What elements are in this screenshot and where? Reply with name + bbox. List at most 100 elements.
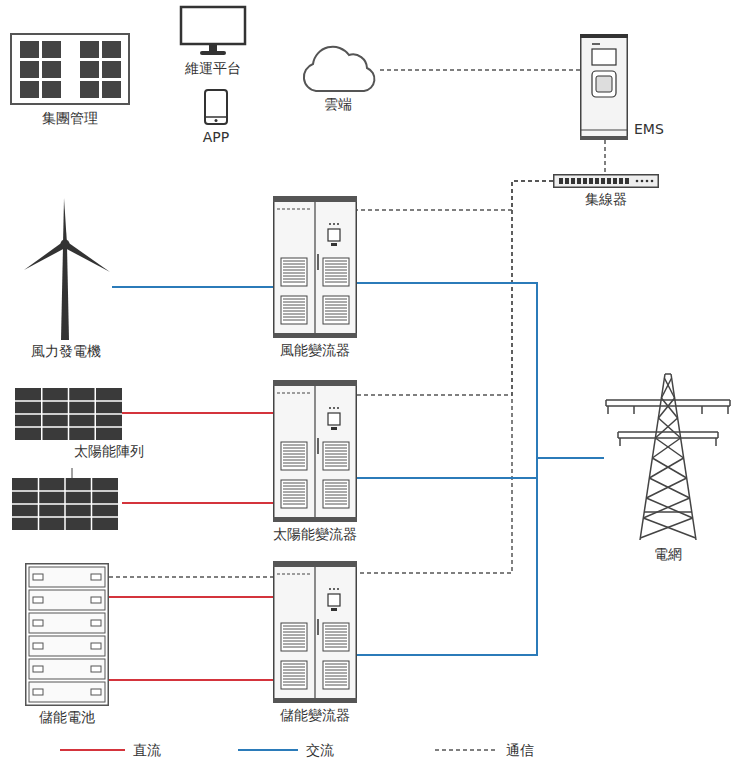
- vent-slat: [283, 305, 305, 306]
- vent-slat: [283, 501, 305, 502]
- screen-tile: [102, 81, 121, 98]
- vent-slat: [325, 495, 347, 496]
- door-divider: [314, 202, 315, 333]
- screen-tile: [80, 61, 99, 78]
- screen-tile: [20, 61, 39, 78]
- legend-sample: [238, 749, 298, 751]
- vent-slat: [325, 498, 347, 499]
- signal-line: [357, 181, 553, 573]
- tower-brace: [661, 378, 671, 398]
- conv-node: 儲能變流器: [273, 561, 357, 703]
- node-label: 太陽能變流器: [273, 526, 357, 543]
- vent-slat: [283, 302, 305, 303]
- vent-slat: [283, 270, 305, 271]
- door-trim: [277, 574, 311, 575]
- conv-icon: [273, 561, 357, 703]
- vent-slat: [325, 644, 347, 645]
- battery-module: [29, 636, 105, 656]
- conv-node: 太陽能變流器: [273, 380, 357, 522]
- module-handle: [33, 689, 43, 695]
- vent-slat: [325, 629, 347, 630]
- vent-slat: [283, 647, 305, 648]
- vent-grille: [323, 442, 349, 470]
- battery-module: [29, 567, 105, 587]
- tower-brace: [655, 438, 683, 458]
- vent-grille: [281, 258, 307, 286]
- vent-slat: [283, 489, 305, 490]
- cross-arm: [618, 431, 718, 433]
- switch-port: [589, 178, 593, 184]
- module-handle: [91, 643, 101, 649]
- vent-slat: [283, 299, 305, 300]
- vent-slat: [325, 501, 347, 502]
- screen-tile: [42, 61, 61, 78]
- vent-slat: [283, 679, 305, 680]
- panel-grid: [15, 400, 122, 402]
- vent-slat: [325, 685, 347, 686]
- screen-tile: [102, 41, 121, 58]
- signal-line: [357, 181, 553, 395]
- vent-slat: [325, 635, 347, 636]
- node-label: 電網: [654, 546, 682, 563]
- vent-slat: [325, 308, 347, 309]
- vent-grille: [281, 480, 307, 508]
- indicator: [592, 43, 600, 45]
- panel-grid: [15, 413, 122, 415]
- door-trim: [277, 209, 311, 210]
- display: [328, 413, 340, 425]
- switch-port: [601, 178, 605, 184]
- module-handle: [33, 643, 43, 649]
- monitor-base: [200, 51, 226, 55]
- vent-grille: [323, 480, 349, 508]
- tower-member: [644, 511, 692, 513]
- screen-tile: [42, 81, 61, 98]
- cross-arm: [618, 437, 718, 439]
- conv-node: 風能變流器: [273, 196, 357, 338]
- battery-rack: [26, 564, 109, 706]
- module-handle: [33, 620, 43, 626]
- legend-sample: [435, 749, 498, 751]
- vent-slat: [325, 676, 347, 677]
- tower-brace: [640, 518, 692, 538]
- wind-icon: [20, 196, 112, 340]
- node-label: 維運平台: [185, 60, 241, 77]
- switch-port: [613, 178, 617, 184]
- cabinet-base: [580, 136, 628, 140]
- cloud-icon: [296, 42, 380, 94]
- vent-slat: [283, 629, 305, 630]
- switch-port: [625, 178, 629, 184]
- panel-grid: [12, 490, 118, 492]
- panel-link: [72, 468, 73, 478]
- insulator: [727, 406, 729, 414]
- legend-sample: [60, 749, 125, 751]
- ac-line: [357, 458, 604, 478]
- screen-tile: [20, 81, 39, 98]
- vent-slat: [283, 626, 305, 627]
- control-panel: [592, 71, 616, 97]
- node-label: 雲端: [324, 96, 352, 113]
- dc-line: [122, 412, 273, 414]
- switch-port: [583, 178, 587, 184]
- node-label: 風能變流器: [280, 342, 350, 359]
- vent-slat: [325, 460, 347, 461]
- vent-slat: [283, 641, 305, 642]
- module-handle: [33, 666, 43, 672]
- vent-slat: [283, 311, 305, 312]
- vent-slat: [325, 267, 347, 268]
- indicator-led: [329, 407, 331, 409]
- vent-slat: [325, 264, 347, 265]
- vent-slat: [283, 486, 305, 487]
- switch-port: [595, 178, 599, 184]
- vent-slat: [325, 682, 347, 683]
- cabinet-base: [273, 517, 357, 522]
- cabinet-top: [273, 196, 357, 202]
- grid-node: 集團管理: [10, 33, 130, 105]
- tower-brace: [652, 438, 680, 458]
- vent-slat: [325, 454, 347, 455]
- dc-line: [109, 596, 273, 598]
- vent-slat: [283, 495, 305, 496]
- vent-slat: [325, 261, 347, 262]
- vent-slat: [325, 311, 347, 312]
- node-label: 集線器: [585, 191, 627, 208]
